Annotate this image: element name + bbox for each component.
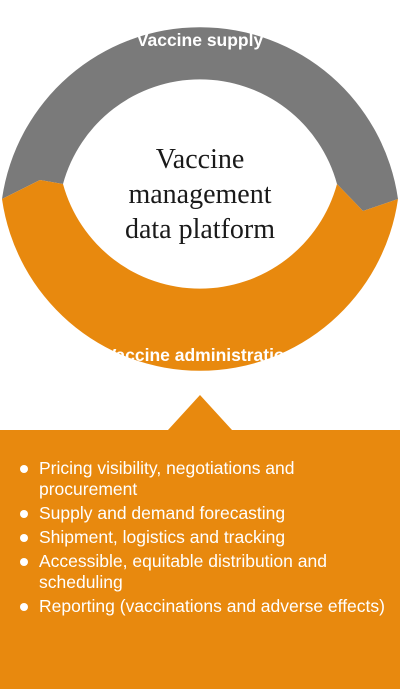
- list-item: Pricing visibility, negotiations and pro…: [15, 458, 387, 500]
- list-item: Reporting (vaccinations and adverse effe…: [15, 596, 387, 617]
- list-item: Supply and demand forecasting: [15, 503, 387, 524]
- center-label-line-3: data platform: [125, 214, 275, 245]
- feature-list: Pricing visibility, negotiations and pro…: [15, 458, 387, 620]
- list-item: Shipment, logistics and tracking: [15, 527, 387, 548]
- center-label-line-2: management: [128, 179, 271, 210]
- info-box: [0, 395, 400, 689]
- administration-label: Vaccine administration: [105, 345, 296, 365]
- list-item: Accessible, equitable distribution and s…: [15, 551, 387, 593]
- supply-label: Vaccine supply: [137, 30, 264, 50]
- administration-arc: [2, 180, 398, 371]
- center-label-line-1: Vaccine: [156, 144, 245, 175]
- supply-arc: [2, 27, 398, 211]
